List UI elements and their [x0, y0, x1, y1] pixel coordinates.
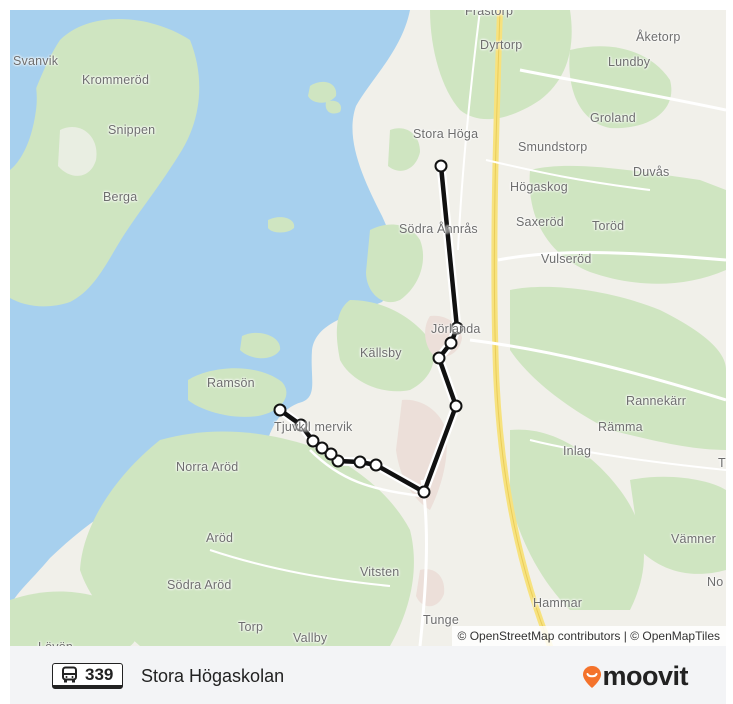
moovit-pin-icon: [583, 665, 602, 688]
route-stop-14[interactable]: [273, 403, 287, 417]
place-label-rämma: Rämma: [598, 420, 643, 434]
place-label-snippen: Snippen: [108, 123, 156, 137]
place-label-t: T: [718, 456, 726, 470]
place-label-saxeröd: Saxeröd: [516, 215, 564, 229]
moovit-wordmark: moovit: [602, 661, 688, 691]
place-label-berga: Berga: [103, 190, 138, 204]
route-stop-1[interactable]: [434, 159, 448, 173]
route-stop-3[interactable]: [444, 336, 458, 350]
place-label-groland: Groland: [590, 111, 636, 125]
place-label-aröd: Aröd: [206, 531, 234, 545]
place-label-ramsön: Ramsön: [207, 376, 255, 390]
map-background: [10, 10, 726, 646]
map-attribution[interactable]: © OpenStreetMap contributors | © OpenMap…: [451, 626, 726, 646]
place-label-tjuvkilshamnervik: Tjuvkil mervik: [274, 420, 353, 434]
place-label-vämner: Vämner: [671, 532, 716, 546]
route-stop-13[interactable]: [294, 418, 308, 432]
route-number: 339: [85, 664, 114, 684]
route-overlay: [273, 159, 464, 499]
place-label-svanvik: Svanvik: [13, 54, 59, 68]
route-stop-4[interactable]: [432, 351, 446, 365]
place-label-dyrtorp: Dyrtorp: [480, 38, 523, 52]
route-stop-6[interactable]: [417, 485, 431, 499]
route-badge: 339: [52, 663, 124, 689]
place-label-toröd: Toröd: [592, 219, 625, 233]
route-stop-10[interactable]: [324, 447, 338, 461]
place-label-smundstorp: Smundstorp: [518, 140, 588, 154]
place-label-lundby: Lundby: [608, 55, 651, 69]
place-label-krommeröd: Krommeröd: [82, 73, 150, 87]
place-label-inlag: Inlag: [563, 444, 592, 458]
route-stop-12[interactable]: [306, 434, 320, 448]
route-stop-5[interactable]: [449, 399, 463, 413]
place-label-vitsten: Vitsten: [360, 565, 400, 579]
route-stop-7[interactable]: [369, 458, 383, 472]
route-stop-8[interactable]: [353, 455, 367, 469]
place-label-södra-ånnrås: Södra Ånnrås: [399, 222, 478, 236]
place-label-vallby: Vallby: [293, 631, 328, 645]
place-label-lövön: Lövön: [38, 640, 73, 646]
place-label-stora-höga: Stora Höga: [413, 127, 479, 141]
place-label-no: No: [707, 575, 724, 589]
place-label-källsby: Källsby: [360, 346, 402, 360]
route-stop-2[interactable]: [450, 321, 464, 335]
route-footer: 339 Stora Högaskolan moovit: [10, 646, 726, 704]
place-label-torp: Torp: [238, 620, 264, 634]
moovit-logo[interactable]: moovit: [582, 661, 688, 692]
place-label-norra-aröd: Norra Aröd: [176, 460, 239, 474]
place-label-åketorp: Åketorp: [636, 30, 681, 44]
bus-icon: [62, 666, 77, 682]
place-label-hammar: Hammar: [533, 596, 583, 610]
place-label-tunge: Tunge: [423, 613, 459, 627]
place-label-högaskog: Högaskog: [510, 180, 568, 194]
place-label-jörlanda: Jörlanda: [431, 322, 481, 336]
place-label-frästorp: Frästorp: [465, 10, 514, 18]
place-label-duvås: Duvås: [633, 165, 670, 179]
route-stop-11[interactable]: [315, 441, 329, 455]
place-label-södra-aröd: Södra Aröd: [167, 578, 232, 592]
route-stops: [273, 159, 464, 499]
place-label-rannekärr: Rannekärr: [626, 394, 687, 408]
route-name: Stora Högaskolan: [141, 666, 285, 686]
place-label-vulseröd: Vulseröd: [541, 252, 592, 266]
